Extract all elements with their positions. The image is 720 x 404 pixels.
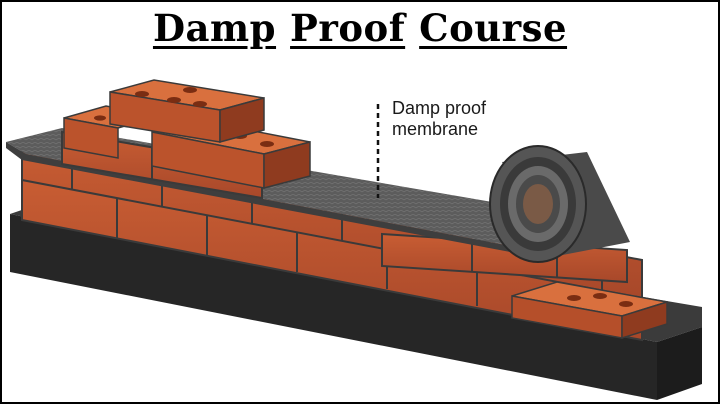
upper-brick-courses-left [61,79,311,200]
membrane-roll [489,145,630,263]
page-title: Damp Proof Course [2,6,718,50]
loose-brick-right-lower [511,281,668,340]
title-word-3: Course [419,6,568,50]
callout-line-2: membrane [392,119,479,139]
membrane-callout: Damp proof membrane [392,98,486,140]
callout-line-1: Damp proof [392,98,487,118]
title-word-2: Proof [290,6,406,50]
title-word-1: Damp [152,6,277,50]
